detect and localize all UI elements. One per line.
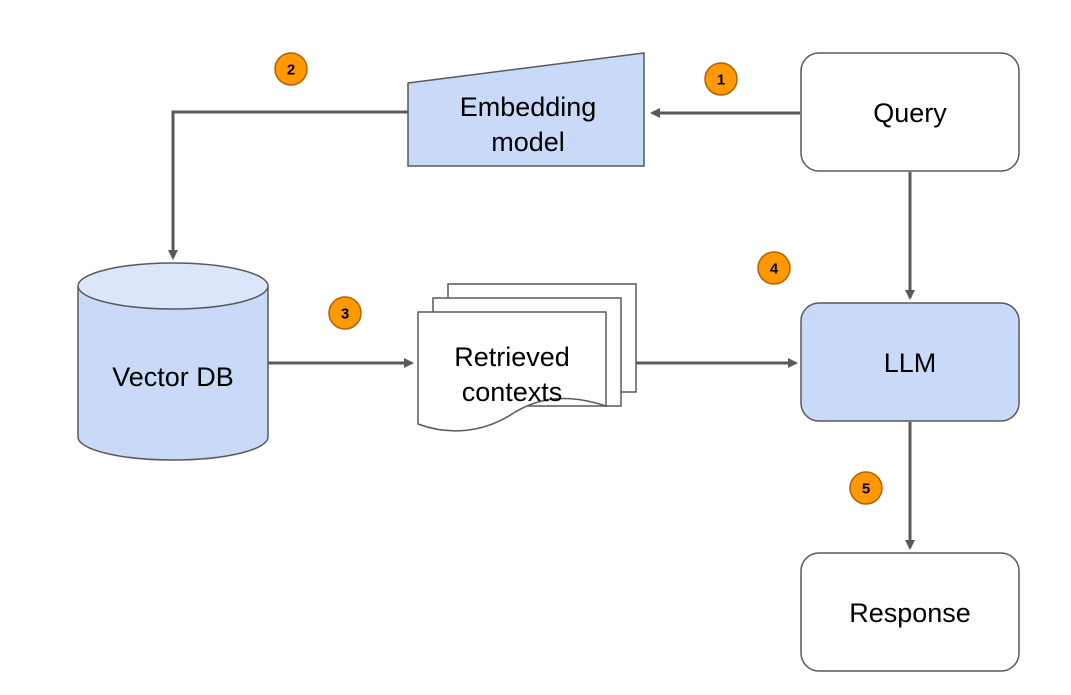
step-badge-1-label: 1 bbox=[717, 72, 725, 89]
step-badge-4: 4 bbox=[757, 251, 791, 285]
query-label: Query bbox=[873, 98, 947, 128]
llm-box bbox=[800, 302, 1020, 422]
step-badge-5-label: 5 bbox=[862, 481, 870, 498]
query-box bbox=[800, 52, 1020, 172]
contexts-page-front bbox=[417, 311, 607, 432]
response-box bbox=[800, 552, 1020, 672]
vector-db-node: Vector DB bbox=[77, 262, 269, 461]
query-node: Query bbox=[800, 52, 1020, 172]
vector-db-top bbox=[77, 262, 269, 310]
step-badge-5-circle bbox=[849, 471, 883, 505]
step-badge-4-circle bbox=[757, 251, 791, 285]
embedding-model-node: Embedding model bbox=[407, 52, 645, 167]
vector-db-body bbox=[77, 286, 269, 461]
embedding-model-label-line2: model bbox=[491, 127, 565, 157]
response-node: Response bbox=[800, 552, 1020, 672]
step-badge-2-circle bbox=[274, 52, 308, 86]
step-badge-1: 1 bbox=[704, 62, 738, 96]
vector-db-label: Vector DB bbox=[112, 362, 234, 392]
llm-node: LLM bbox=[800, 302, 1020, 422]
step-badge-5: 5 bbox=[849, 471, 883, 505]
embedding-model-shape bbox=[407, 52, 645, 167]
step-badge-1-circle bbox=[704, 62, 738, 96]
llm-label: LLM bbox=[884, 348, 937, 378]
edges bbox=[168, 108, 915, 550]
contexts-label-line2: contexts bbox=[462, 377, 563, 407]
step-badge-4-label: 4 bbox=[770, 261, 779, 278]
response-label: Response bbox=[849, 598, 971, 628]
retrieved-contexts-node: Retrieved contexts bbox=[417, 283, 637, 432]
step-badge-2-label: 2 bbox=[287, 62, 295, 79]
step-badge-3-label: 3 bbox=[341, 306, 349, 323]
contexts-label-line1: Retrieved bbox=[454, 342, 570, 372]
step-badge-3: 3 bbox=[328, 296, 362, 330]
step-badge-3-circle bbox=[328, 296, 362, 330]
edge-embedding-to-vectordb bbox=[168, 110, 408, 260]
embedding-model-label-line1: Embedding bbox=[460, 92, 597, 122]
step-badge-2: 2 bbox=[274, 52, 308, 86]
